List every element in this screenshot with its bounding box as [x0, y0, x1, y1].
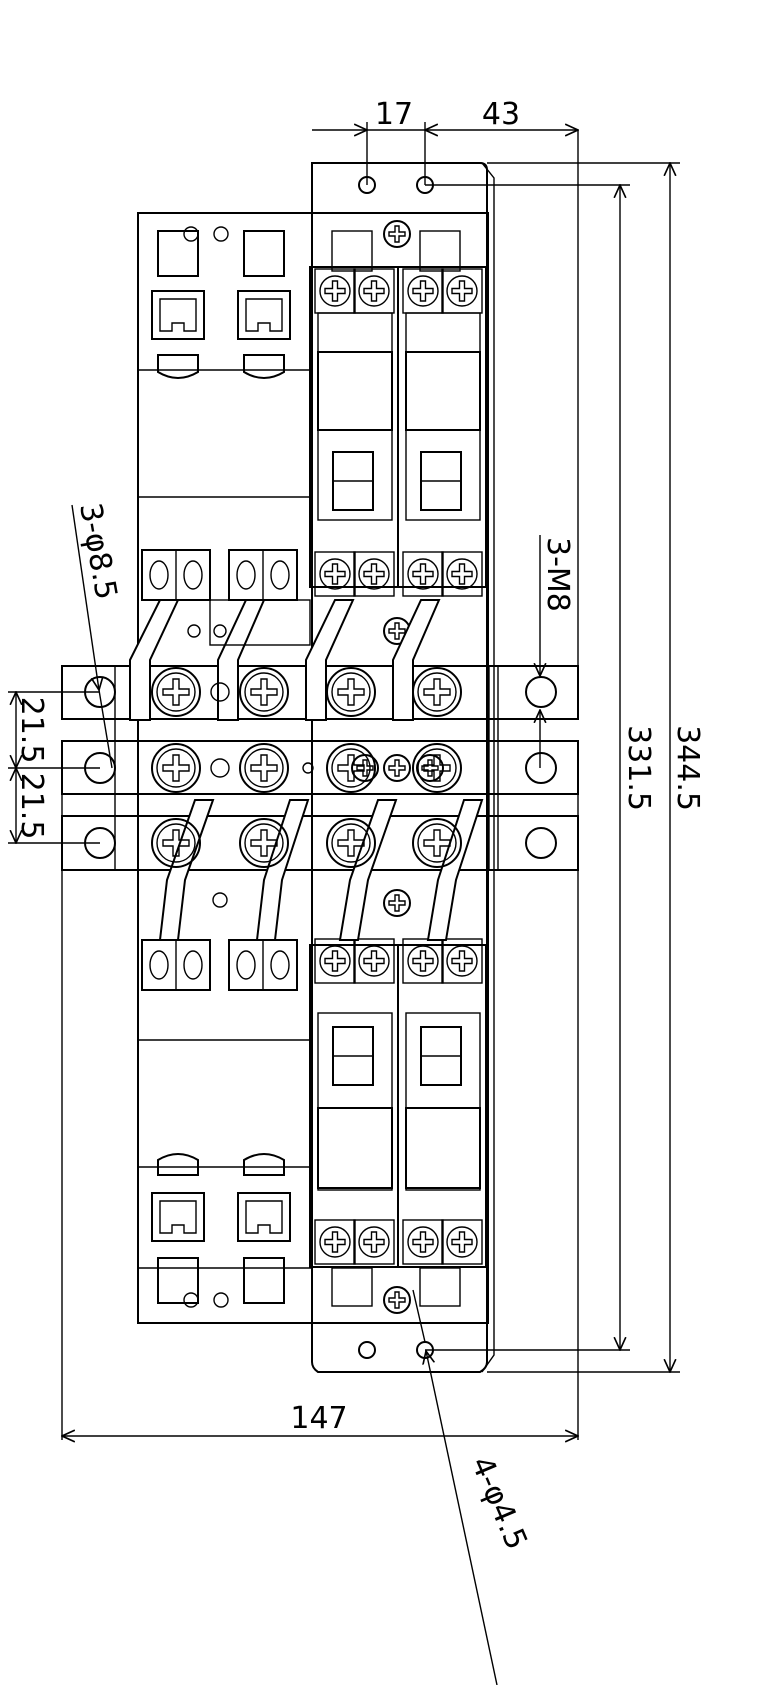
mount-hole-icon	[358, 1341, 376, 1359]
bus-bar-2	[61, 740, 579, 795]
terminal-screw-icon	[353, 551, 395, 597]
jumper-straps	[129, 549, 484, 991]
terminal-screw-icon	[441, 268, 483, 314]
plate-screw-icon	[383, 754, 411, 782]
callout-3-m8: 3-M8	[540, 537, 575, 612]
stud-icon	[525, 752, 557, 784]
dim-21-5-lower: 21.5	[14, 773, 49, 840]
terminal-screw-icon	[353, 1219, 395, 1265]
lower-breakers	[309, 889, 487, 1314]
clip-icon	[237, 1192, 291, 1242]
bus-screw-icon	[412, 743, 462, 793]
bus-screw-icon	[326, 667, 376, 717]
dim-344-5: 344.5	[670, 725, 705, 811]
dim-331-5: 331.5	[621, 725, 656, 811]
bus-screw-icon	[412, 667, 462, 717]
clip-icon	[151, 1192, 205, 1242]
plate-screw-icon	[416, 754, 444, 782]
dim-43: 43	[482, 97, 520, 132]
upper-breakers	[309, 220, 487, 645]
bus-bar-3	[61, 815, 579, 871]
terminal-screw-icon	[441, 551, 483, 597]
bus-screw-icon	[239, 743, 289, 793]
callout-4-phi4-5: 4-φ4.5	[464, 1451, 534, 1554]
clip-icon	[237, 290, 291, 340]
terminal-screw-icon	[314, 268, 356, 314]
stud-icon	[525, 676, 557, 708]
bus-screw-icon	[151, 667, 201, 717]
dimension-lines	[8, 122, 680, 1685]
bus-screw-icon	[151, 743, 201, 793]
stud-icon	[525, 827, 557, 859]
dim-21-5-upper: 21.5	[14, 697, 49, 764]
plate-screw-icon	[383, 889, 411, 917]
terminal-screw-icon	[402, 268, 444, 314]
plate-screw-icon	[383, 220, 411, 248]
terminal-screw-icon	[402, 551, 444, 597]
bus-screw-icon	[239, 667, 289, 717]
dim-147: 147	[290, 1401, 347, 1436]
dim-17: 17	[375, 97, 413, 132]
clip-icon	[151, 290, 205, 340]
terminal-screw-icon	[441, 1219, 483, 1265]
bus-screws	[151, 667, 462, 868]
plate-screw-icon	[383, 1286, 411, 1314]
terminal-screw-icon	[314, 551, 356, 597]
terminal-screw-icon	[314, 1219, 356, 1265]
terminal-screw-icon	[353, 268, 395, 314]
callout-3-phi8-5: 3-φ8.5	[72, 500, 123, 602]
upper-clip-area	[151, 226, 291, 379]
lower-clip-area	[151, 1153, 291, 1308]
terminal-screw-icon	[402, 1219, 444, 1265]
